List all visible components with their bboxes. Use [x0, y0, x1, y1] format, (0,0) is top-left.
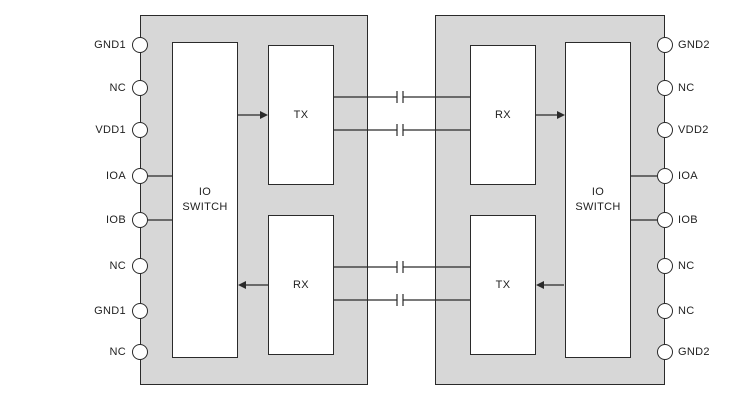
- right-pin-3-circle: [657, 122, 673, 138]
- isolation-capacitor-icon: [396, 294, 404, 306]
- right-tx-block: TX: [470, 215, 536, 355]
- left-tx-block: TX: [268, 45, 334, 185]
- right-pin-7-label: NC: [678, 305, 695, 317]
- right-pin-3-label: VDD2: [678, 124, 709, 136]
- left-pin-7-circle: [132, 303, 148, 319]
- left-pin-4-label: IOA: [106, 170, 126, 182]
- isolation-capacitor-icon: [396, 91, 404, 103]
- left-rx-label: RX: [293, 278, 309, 291]
- right-rx-label: RX: [495, 108, 511, 121]
- right-rx-block: RX: [470, 45, 536, 185]
- isolation-capacitor-icon: [396, 124, 404, 136]
- left-pin-7-label: GND1: [94, 305, 126, 317]
- right-pin-8-label: GND2: [678, 346, 710, 358]
- left-pin-5-circle: [132, 212, 148, 228]
- right-pin-7-circle: [657, 303, 673, 319]
- left-pin-5-label: IOB: [106, 214, 126, 226]
- right-pin-4-label: IOA: [678, 170, 698, 182]
- left-pin-8-label: NC: [109, 346, 126, 358]
- left-io-switch-label: IO SWITCH: [182, 186, 228, 213]
- left-io-switch-block: IO SWITCH: [172, 42, 238, 358]
- right-pin-2-label: NC: [678, 82, 695, 94]
- left-pin-4-circle: [132, 168, 148, 184]
- right-pin-2-circle: [657, 80, 673, 96]
- arrow-rx-to-ioswitch-left: [238, 281, 268, 289]
- right-io-switch-block: IO SWITCH: [565, 42, 631, 358]
- left-pin-6-circle: [132, 258, 148, 274]
- right-io-switch-label: IO SWITCH: [575, 186, 621, 213]
- left-pin-3-circle: [132, 122, 148, 138]
- arrow-ioswitch-to-tx-left: [238, 111, 268, 119]
- left-tx-label: TX: [293, 108, 309, 121]
- right-pin-5-label: IOB: [678, 214, 698, 226]
- right-pin-8-circle: [657, 344, 673, 360]
- arrow-rx-to-ioswitch-right: [536, 111, 565, 119]
- arrow-ioswitch-to-tx-right: [536, 281, 564, 289]
- left-pin-2-circle: [132, 80, 148, 96]
- left-pin-2-label: NC: [109, 82, 126, 94]
- right-pin-5-circle: [657, 212, 673, 228]
- right-pin-4-circle: [657, 168, 673, 184]
- right-tx-label: TX: [495, 278, 511, 291]
- isolation-capacitor-icon: [396, 261, 404, 273]
- right-pin-6-label: NC: [678, 260, 695, 272]
- left-pin-8-circle: [132, 344, 148, 360]
- left-pin-3-label: VDD1: [95, 124, 126, 136]
- left-pin-1-circle: [132, 37, 148, 53]
- left-rx-block: RX: [268, 215, 334, 355]
- right-pin-1-label: GND2: [678, 39, 710, 51]
- left-pin-6-label: NC: [109, 260, 126, 272]
- right-pin-1-circle: [657, 37, 673, 53]
- left-pin-1-label: GND1: [94, 39, 126, 51]
- right-pin-6-circle: [657, 258, 673, 274]
